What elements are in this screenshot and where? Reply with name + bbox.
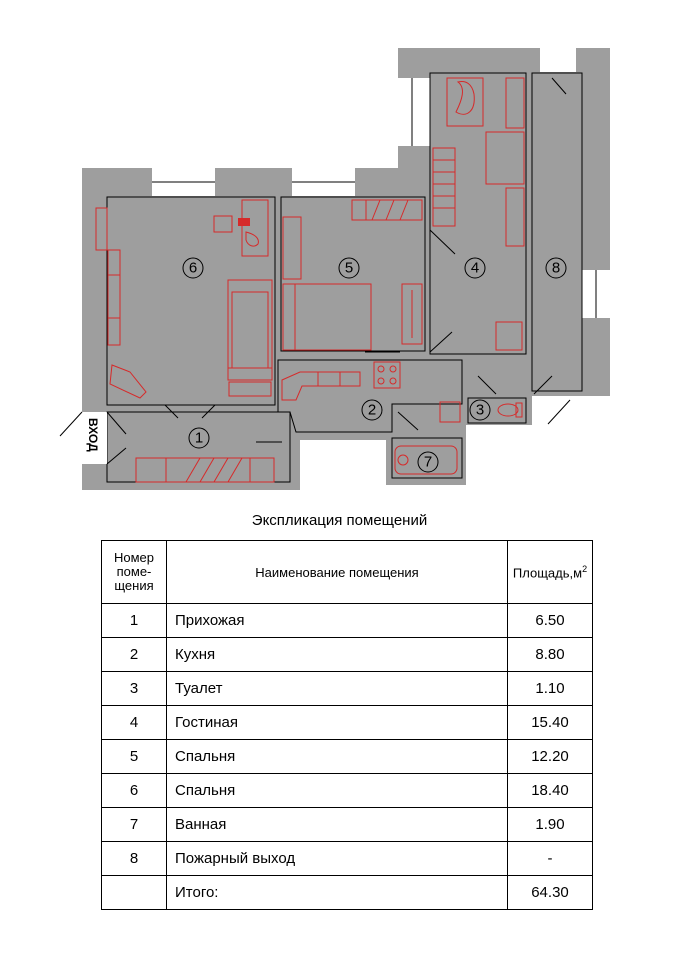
cell-area: 6.50 [507, 603, 593, 638]
cell-area: 15.40 [507, 705, 593, 740]
entrance-opening [82, 412, 107, 464]
table-header-row: Номер поме-щения Наименование помещения … [101, 540, 593, 604]
room-3 [467, 397, 527, 424]
cell-area: - [507, 841, 593, 876]
room-marker-3: 3 [469, 399, 491, 421]
room-marker-5: 5 [338, 257, 360, 279]
cell-name: Спальня [166, 773, 508, 808]
cell-number: 8 [101, 841, 167, 876]
cell-number: 2 [101, 637, 167, 672]
header-number: Номер поме-щения [101, 540, 167, 604]
room-marker-8: 8 [545, 257, 567, 279]
room-marker-7: 7 [417, 451, 439, 473]
cell-name: Спальня [166, 739, 508, 774]
svg-text:4: 4 [471, 260, 479, 277]
svg-text:6: 6 [189, 260, 197, 277]
cell-name: Гостиная [166, 705, 508, 740]
cell-area: 64.30 [507, 875, 593, 910]
room-markers: 1 2 3 4 5 6 7 8 [182, 257, 567, 473]
cell-number: 1 [101, 603, 167, 638]
svg-text:2: 2 [368, 402, 376, 419]
cell-name: Прихожая [166, 603, 508, 638]
room-marker-4: 4 [464, 257, 486, 279]
room-marker-2: 2 [361, 399, 383, 421]
cell-number: 6 [101, 773, 167, 808]
cell-name: Туалет [166, 671, 508, 706]
header-name: Наименование помещения [166, 540, 508, 604]
entrance-label: ВХОД [86, 418, 100, 452]
room-5 [280, 196, 426, 352]
cell-area: 18.40 [507, 773, 593, 808]
room-marker-6: 6 [182, 257, 204, 279]
cell-name: Итого: [166, 875, 508, 910]
cell-number: 3 [101, 671, 167, 706]
cell-area: 1.10 [507, 671, 593, 706]
room-2 [277, 359, 463, 433]
svg-text:7: 7 [424, 454, 432, 471]
header-area: Площадь,м2 [507, 540, 593, 604]
doors [59, 77, 571, 465]
svg-text:3: 3 [476, 402, 484, 419]
svg-text:1: 1 [195, 430, 203, 447]
floor-plan: ВХОД 1 2 3 4 5 6 7 8 [59, 48, 610, 490]
rooms-table: Номер поме-щения Наименование помещения … [101, 540, 593, 910]
cell-number [101, 875, 167, 910]
cell-area: 1.90 [507, 807, 593, 842]
cell-name: Кухня [166, 637, 508, 672]
cell-area: 12.20 [507, 739, 593, 774]
table-total-row: Итого:64.30 [101, 875, 593, 910]
cell-name: Ванная [166, 807, 508, 842]
cell-area: 8.80 [507, 637, 593, 672]
walls [82, 48, 610, 490]
room-marker-1: 1 [188, 427, 210, 449]
cell-number: 4 [101, 705, 167, 740]
cell-number: 5 [101, 739, 167, 774]
furniture [95, 77, 525, 483]
cell-number: 7 [101, 807, 167, 842]
room-7 [391, 437, 463, 479]
svg-text:5: 5 [345, 260, 353, 277]
room-8 [531, 72, 583, 392]
table-caption: Экспликация помещений [251, 512, 428, 529]
cell-name: Пожарный выход [166, 841, 508, 876]
room-4 [429, 72, 527, 355]
room-6 [106, 196, 276, 406]
svg-text:8: 8 [552, 260, 560, 277]
